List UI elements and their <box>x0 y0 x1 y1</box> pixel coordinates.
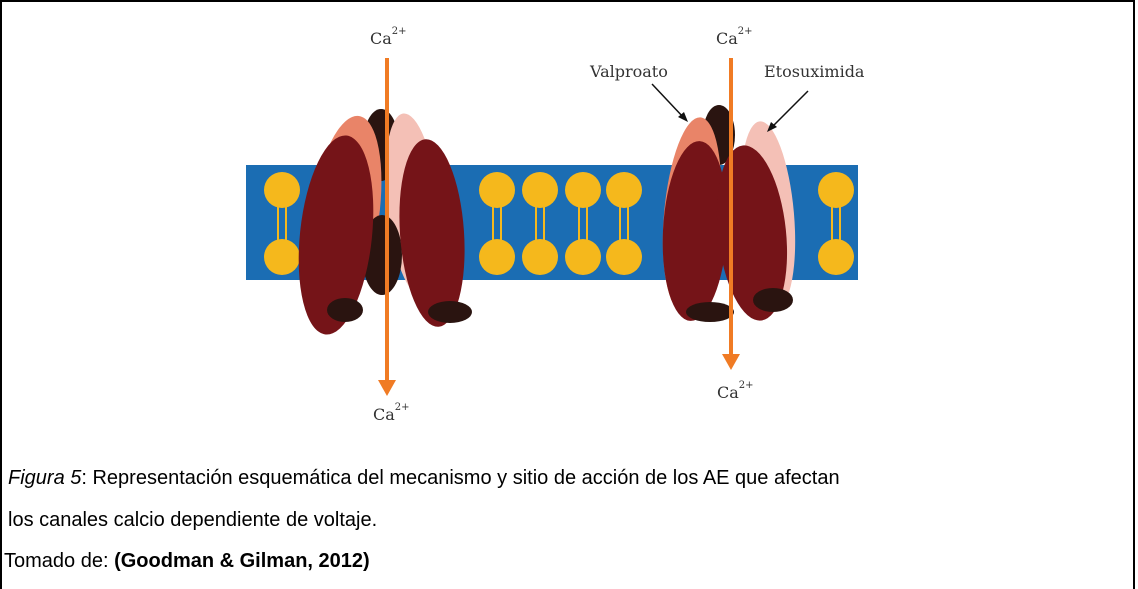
calcium-channel-left <box>290 109 472 338</box>
source-citation: (Goodman & Gilman, 2012) <box>114 550 370 572</box>
valproato-pointer-arrow <box>652 84 688 122</box>
caption-text-line2: los canales calcio dependiente de voltaj… <box>8 509 377 531</box>
ion-label-bottom-left: Ca2+ <box>373 402 410 424</box>
calcium-channel-right <box>656 105 803 324</box>
figure-label: Figura 5 <box>8 467 81 489</box>
figure-source: Tomado de: (Goodman & Gilman, 2012) <box>4 549 370 573</box>
figure-caption-line2: los canales calcio dependiente de voltaj… <box>8 508 377 532</box>
figure-caption-line1: Figura 5: Representación esquemática del… <box>8 466 840 490</box>
etosuximida-pointer-arrow <box>767 91 808 132</box>
caption-text-line1: : Representación esquemática del mecanis… <box>81 467 839 489</box>
drug-label-etosuximida: Etosuximida <box>764 62 865 81</box>
source-prefix: Tomado de: <box>4 550 114 572</box>
drug-label-valproato: Valproato <box>589 62 668 81</box>
ion-label-top-left: Ca2+ <box>370 26 407 48</box>
calcium-channel-diagram: Ca2+ Ca2+ Ca2+ Ca2+ Valproato Etosuximid… <box>0 0 1138 440</box>
ion-label-top-right: Ca2+ <box>716 26 753 48</box>
ion-label-bottom-right: Ca2+ <box>717 380 754 402</box>
